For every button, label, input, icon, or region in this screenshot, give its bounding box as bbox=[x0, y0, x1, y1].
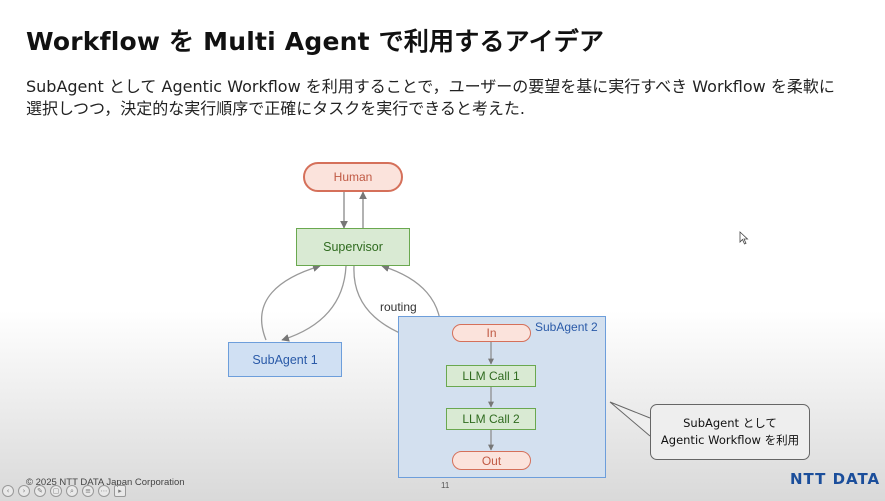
mouse-cursor-icon bbox=[739, 231, 749, 245]
copy-icon[interactable]: ▢ bbox=[50, 485, 62, 497]
callout-pointer bbox=[609, 401, 651, 437]
more-icon[interactable]: ⋯ bbox=[98, 485, 110, 497]
pen-icon[interactable]: ✎ bbox=[34, 485, 46, 497]
in-node: In bbox=[452, 324, 531, 342]
prev-icon[interactable]: ‹ bbox=[2, 485, 14, 497]
callout-box: SubAgent として Agentic Workflow を利用 bbox=[650, 404, 810, 460]
supervisor-node: Supervisor bbox=[296, 228, 410, 266]
ntt-data-logo: NTT DATA bbox=[790, 470, 881, 488]
edge-subagent1-to-supervisor bbox=[261, 264, 321, 341]
llm-call-2-node: LLM Call 2 bbox=[446, 408, 536, 430]
copyright-footer: © 2025 NTT DATA Japan Corporation bbox=[26, 477, 185, 488]
callout-line-2: Agentic Workflow を利用 bbox=[660, 433, 800, 447]
menu-icon[interactable]: ≡ bbox=[82, 485, 94, 497]
edge-supervisor-to-subagent1 bbox=[281, 265, 347, 342]
record-icon[interactable]: ▸ bbox=[114, 485, 126, 497]
subagent2-label: SubAgent 2 bbox=[535, 320, 598, 334]
page-number: 11 bbox=[441, 481, 450, 490]
slide-title: Workflow を Multi Agent で利用するアイデア bbox=[26, 27, 605, 56]
description-line-1: SubAgent として Agentic Workflow を利用することで，ユ… bbox=[26, 77, 835, 96]
human-node: Human bbox=[303, 162, 403, 192]
presentation-toolbar: ‹ › ✎ ▢ ⌕ ≡ ⋯ ▸ bbox=[2, 485, 126, 497]
description-line-2: 選択しつつ，決定的な実行順序で正確にタスクを実行できると考えた. bbox=[26, 99, 526, 118]
subagent1-node: SubAgent 1 bbox=[228, 342, 342, 377]
next-icon[interactable]: › bbox=[18, 485, 30, 497]
out-node: Out bbox=[452, 451, 531, 470]
callout-line-1: SubAgent として bbox=[683, 416, 777, 430]
zoom-icon[interactable]: ⌕ bbox=[66, 485, 78, 497]
llm-call-1-node: LLM Call 1 bbox=[446, 365, 536, 387]
routing-label: routing bbox=[380, 300, 417, 314]
slide-description: SubAgent として Agentic Workflow を利用することで，ユ… bbox=[26, 76, 835, 120]
